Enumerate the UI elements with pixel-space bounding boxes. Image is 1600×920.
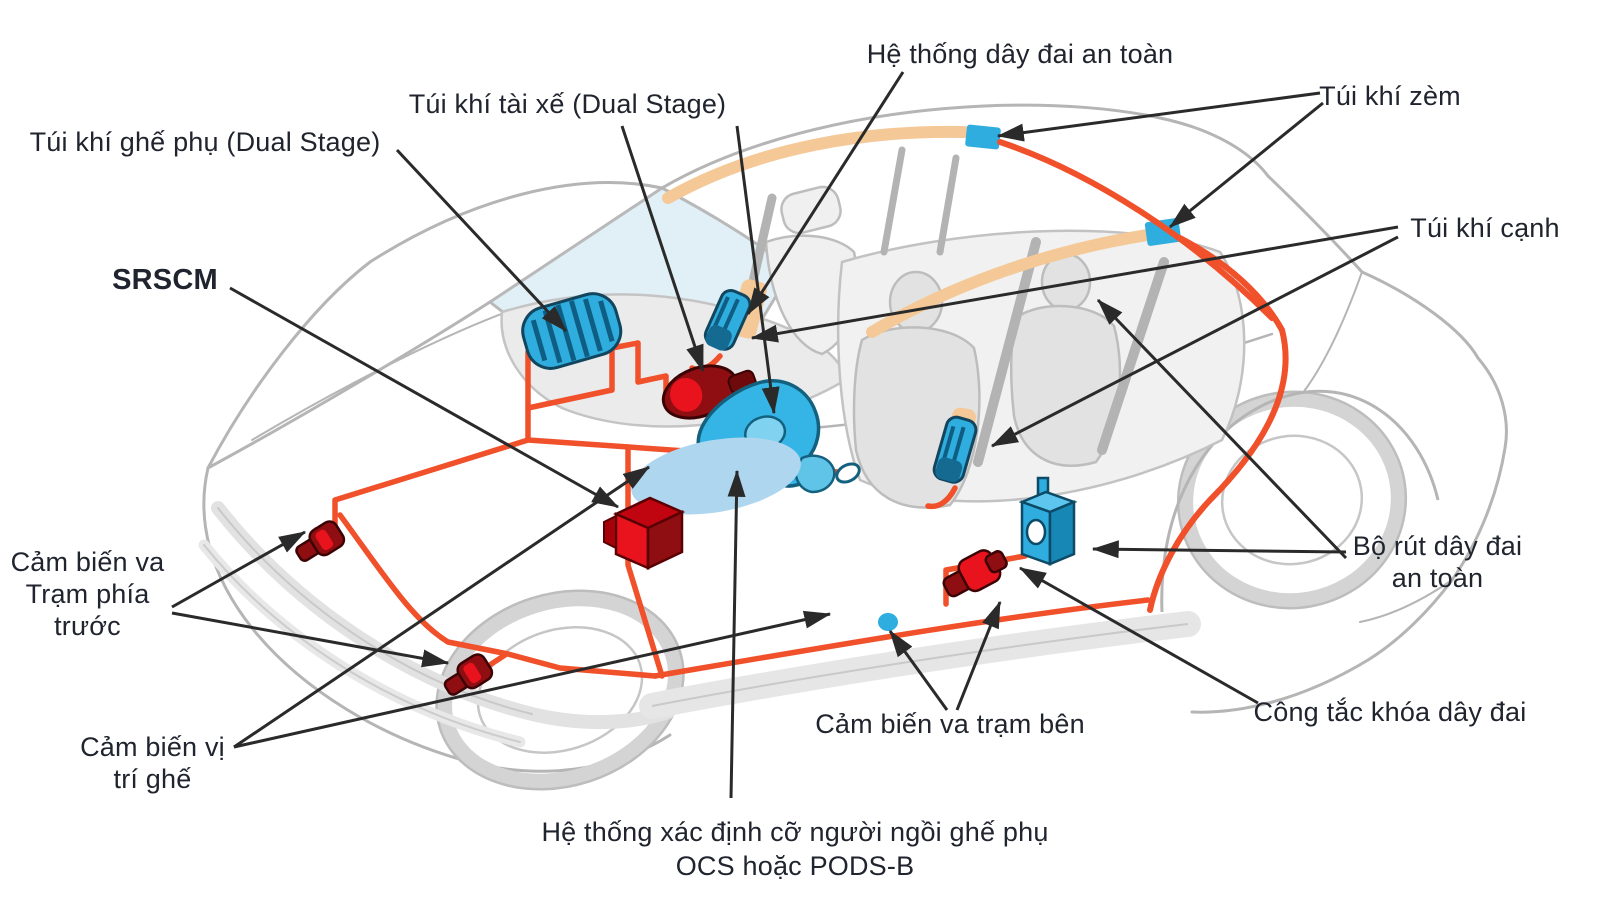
label-belt-retractor: Bộ rút dây đai an toàn (1335, 530, 1540, 594)
curtain-inflator-near (965, 124, 1001, 150)
label-line: Trạm phía (25, 579, 150, 609)
leader-front-sensor-2 (171, 611, 450, 668)
side-impact-sensor (942, 549, 1008, 598)
occupant-body (1009, 304, 1122, 467)
curtain-airbag-near (662, 125, 970, 204)
leader-curtain-far (1169, 101, 1324, 229)
label-side-airbag: Túi khí cạnh (1410, 213, 1560, 243)
label-line: trước (54, 611, 121, 641)
front-bumper-bands (198, 501, 675, 748)
label-front-impact-sensor: Cảm biến va Trạm phía trước (0, 546, 175, 642)
leader-buckle-switch (1018, 566, 1259, 705)
front-impact-sensor-2 (443, 653, 494, 696)
door-sill-edge (651, 623, 1189, 707)
label-line: Hệ thống xác định cỡ người ngồi ghế phụ (541, 817, 1049, 847)
leader-ocs (727, 469, 746, 799)
leader-retractor-2 (1096, 298, 1348, 560)
label-line: trí ghế (113, 764, 192, 794)
front-impact-sensor-1 (295, 520, 346, 562)
label-curtain-airbag: Túi khí zèm (1319, 81, 1461, 111)
srscm-module (603, 496, 686, 570)
front-seat-headrest (780, 185, 842, 235)
seat-belt-retractor (1018, 476, 1078, 566)
leader-seat-position-1 (233, 610, 832, 749)
front-wheel (435, 589, 685, 791)
leader-front-sensor-1 (171, 530, 307, 609)
leader-srscm (229, 286, 620, 509)
ocs-seat-pad (631, 437, 801, 515)
leader-seat-belt-system (746, 71, 905, 316)
leader-curtain-near (996, 91, 1321, 142)
label-line: Bộ rút dây đai (1352, 531, 1523, 561)
label-line: Cảm biến va (10, 547, 165, 577)
leader-lines (171, 71, 1399, 799)
leader-side-sensor-1 (888, 630, 949, 711)
label-line: OCS hoặc PODS-B (675, 851, 915, 881)
leader-driver-airbag (620, 125, 705, 373)
leader-side-airbag-front (750, 225, 1399, 343)
label-line: an toàn (1391, 563, 1484, 593)
leader-side-airbag-rear (990, 235, 1399, 448)
label-line: Cảm biến vị (80, 732, 225, 762)
leader-side-sensor-2 (955, 600, 1002, 711)
belt-buckle-parts (794, 454, 861, 494)
rear-side-airbag-pretensioner (932, 407, 978, 484)
label-driver-airbag: Túi khí tài xế (Dual Stage) (408, 89, 727, 119)
leader-steering-wheel (735, 125, 780, 415)
leader-retractor-1 (1091, 540, 1347, 559)
label-passenger-airbag: Túi khí ghế phụ (Dual Stage) (29, 127, 381, 157)
curtain-wire-far (1177, 235, 1285, 333)
label-seat-belt-system: Hệ thống dây đai an toàn (866, 39, 1174, 69)
label-side-impact-sensor: Cảm biến va trạm bên (815, 709, 1085, 739)
sill-connector (878, 613, 898, 631)
label-belt-buckle-switch: Công tắc khóa dây đai (1253, 697, 1527, 727)
leader-seat-position-2 (233, 465, 650, 749)
curtain-wire-near (997, 139, 1275, 321)
label-seat-position-sensor: Cảm biến vị trí ghế (55, 731, 250, 795)
label-occupant-detection: Hệ thống xác định cỡ người ngồi ghế phụ … (440, 815, 1150, 883)
c-pillar-wire (1147, 327, 1289, 613)
leader-passenger-airbag (395, 148, 568, 333)
label-srscm: SRSCM (112, 264, 218, 296)
